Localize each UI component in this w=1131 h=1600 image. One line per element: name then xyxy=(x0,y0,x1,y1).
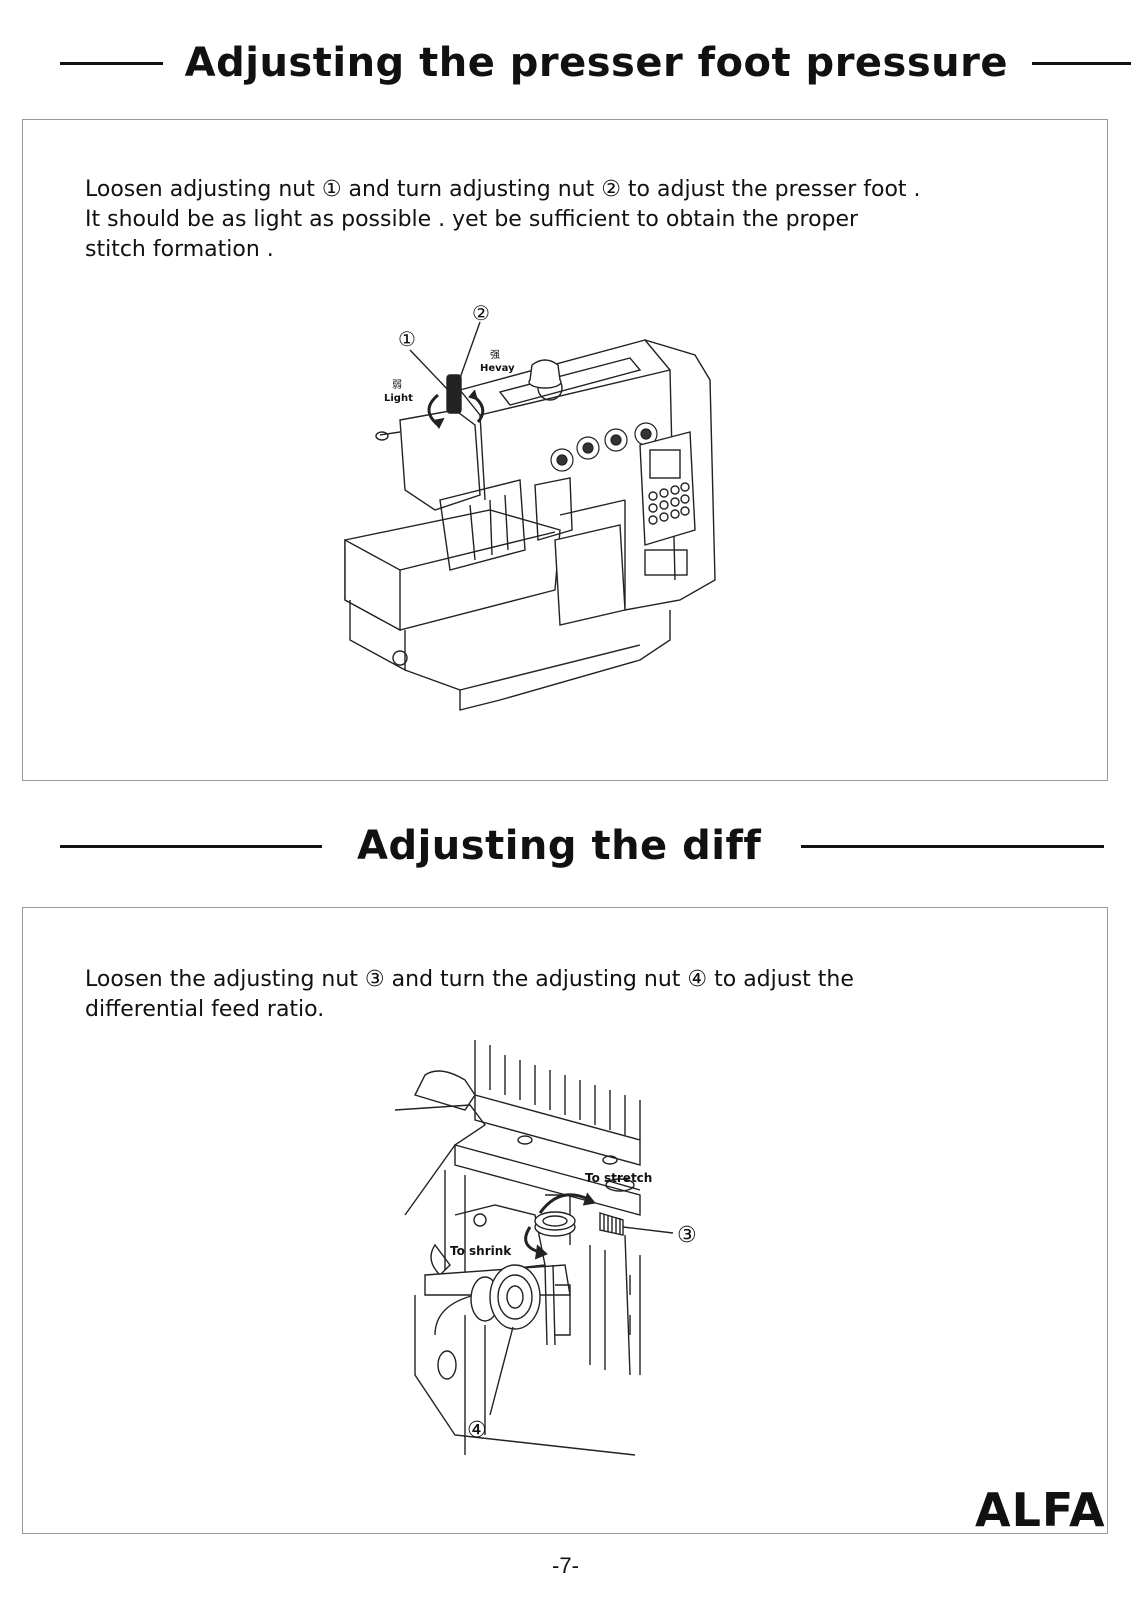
section2-text: Loosen the adjusting nut ③ and turn the … xyxy=(85,965,854,1025)
light-cn-label: 弱 xyxy=(392,379,402,391)
section2-title: Adjusting the diff xyxy=(357,823,762,869)
light-label: Light xyxy=(384,393,413,404)
callout-3: ③ xyxy=(677,1223,697,1248)
section2-line: differential feed ratio. xyxy=(85,997,325,1022)
callout-2: ② xyxy=(472,301,490,325)
section1-text: Loosen adjusting nut ① and turn adjustin… xyxy=(85,175,921,265)
section1-heading: Adjusting the presser foot pressure xyxy=(0,40,1131,86)
heading-rule-right xyxy=(801,844,1105,848)
alfa-logo: ALFA xyxy=(975,1483,1106,1537)
section1-line: stitch formation . xyxy=(85,237,274,262)
section2-heading: Adjusting the diff xyxy=(0,823,1131,869)
page-number: -7- xyxy=(552,1553,579,1578)
heavy-cn-label: 强 xyxy=(490,349,500,361)
to-stretch-label: To stretch xyxy=(585,1171,652,1185)
section1-line: Loosen adjusting nut ① and turn adjustin… xyxy=(85,177,921,202)
section1-title: Adjusting the presser foot pressure xyxy=(184,40,1008,86)
differential-feed-illustration: To stretch To shrink ③ ④ xyxy=(395,1040,697,1456)
heading-rule-left xyxy=(60,844,322,848)
heading-rule-right xyxy=(1032,61,1131,65)
callout-4: ④ xyxy=(467,1418,487,1443)
section1-line: It should be as light as possible . yet … xyxy=(85,207,859,232)
heavy-label: Hevay xyxy=(480,363,515,374)
section1-box xyxy=(22,119,1108,781)
section2-box xyxy=(22,907,1108,1534)
overlock-machine-illustration: ① ② 强 Hevay 弱 Light xyxy=(344,301,716,711)
to-shrink-label: To shrink xyxy=(450,1244,512,1258)
callout-1: ① xyxy=(398,327,416,351)
section2-line: Loosen the adjusting nut ③ and turn the … xyxy=(85,967,854,992)
heading-rule-left xyxy=(60,61,163,65)
